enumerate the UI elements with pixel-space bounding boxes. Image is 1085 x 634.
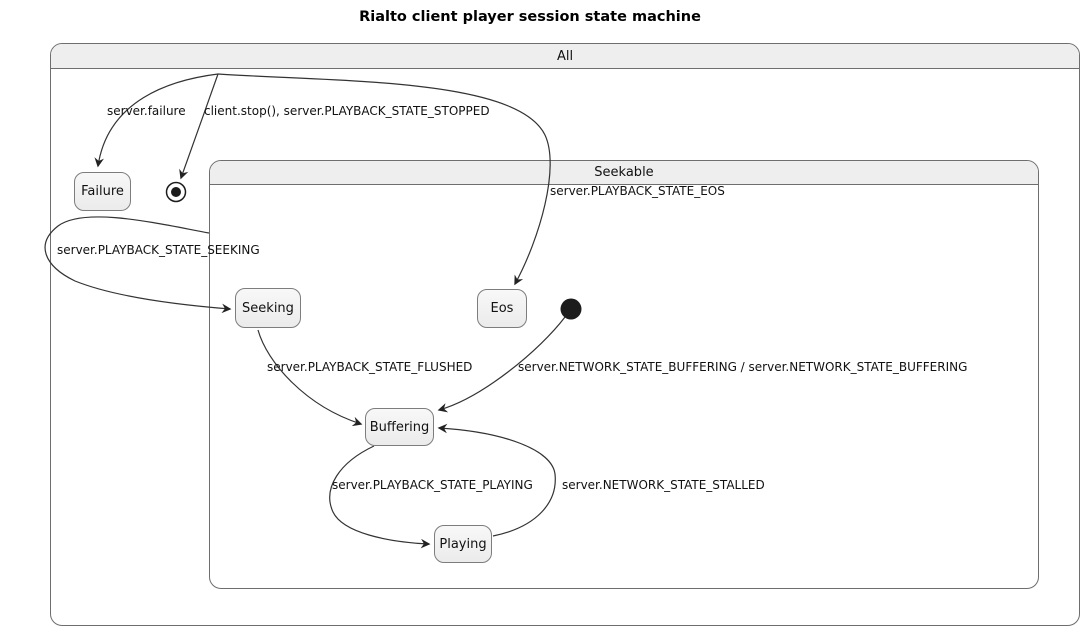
state-seeking: Seeking: [235, 288, 301, 328]
state-failure: Failure: [74, 172, 131, 211]
state-eos: Eos: [477, 289, 527, 328]
composite-state-all-header: All: [51, 44, 1079, 69]
state-playing: Playing: [434, 525, 492, 563]
state-buffering: Buffering: [365, 408, 434, 446]
composite-state-seekable-header: Seekable: [210, 161, 1038, 185]
state-eos-label: Eos: [490, 301, 514, 316]
composite-state-seekable: Seekable: [209, 160, 1039, 589]
initial-state-icon: [560, 298, 582, 320]
state-failure-label: Failure: [81, 184, 124, 199]
state-seeking-label: Seeking: [242, 300, 294, 316]
transition-all-to-failure: [94, 73, 219, 168]
transition-all-to-final: [179, 73, 219, 180]
transition-buffering-to-playing: [329, 445, 431, 549]
transition-playing-to-buffering: [437, 423, 556, 537]
diagram-title: Rialto client player session state machi…: [359, 9, 701, 25]
composite-state-all-label: All: [556, 48, 574, 64]
transition-label-server-failure: server.failure: [107, 104, 186, 118]
transition-initial-to-buffering: [437, 316, 566, 413]
transition-label-client-stop: client.stop(), server.PLAYBACK_STATE_STO…: [204, 104, 490, 118]
transition-seekable-to-eos: [217, 73, 551, 286]
transition-label-network-state-stalled: server.NETWORK_STATE_STALLED: [562, 478, 765, 492]
transition-label-playback-state-playing: server.PLAYBACK_STATE_PLAYING: [332, 478, 533, 492]
transition-seekable-to-seeking: [44, 216, 232, 314]
final-state-icon: [165, 181, 187, 203]
transition-label-playback-state-flushed: server.PLAYBACK_STATE_FLUSHED: [267, 360, 473, 374]
transition-label-network-state-buffering: server.NETWORK_STATE_BUFFERING / server.…: [518, 360, 968, 374]
transition-label-playback-state-eos: server.PLAYBACK_STATE_EOS: [550, 184, 725, 198]
transition-seeking-to-buffering: [257, 329, 363, 427]
composite-state-seekable-label: Seekable: [594, 165, 654, 180]
state-playing-label: Playing: [439, 536, 487, 552]
transition-label-playback-state-seeking: server.PLAYBACK_STATE_SEEKING: [57, 243, 260, 257]
state-buffering-label: Buffering: [369, 419, 430, 435]
